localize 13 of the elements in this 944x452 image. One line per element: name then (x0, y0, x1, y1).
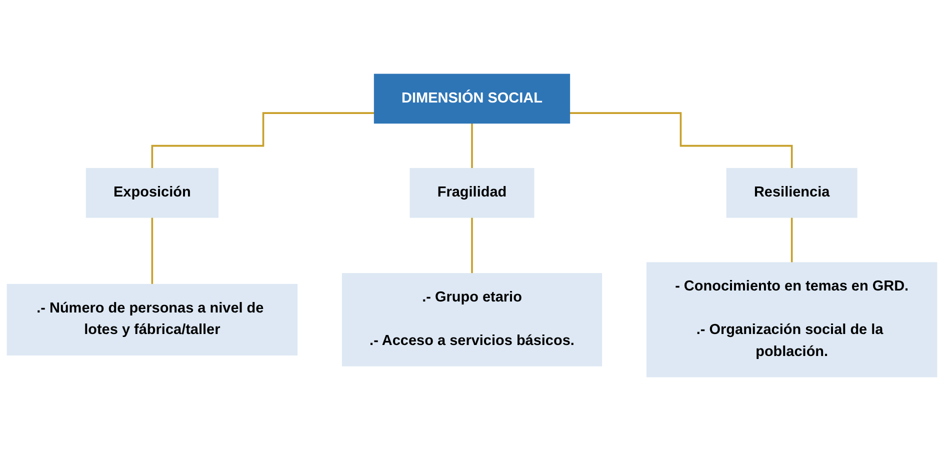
node-box: .- Grupo etario .- Acceso a servicios básicos. (342, 274, 602, 367)
node-box: .- Número de personas a nivel de lotes y fábrica/taller (6, 284, 298, 356)
connector (790, 216, 793, 264)
node-box: Resiliencia (726, 168, 858, 218)
connector (151, 216, 154, 286)
node-box: Exposición (86, 168, 218, 218)
node-box: DIMENSIÓN SOCIAL (374, 74, 570, 124)
node-box: - Conocimiento en temas en GRD. .- Organización social de la población. (646, 262, 938, 378)
connector (471, 216, 473, 275)
node-box: Fragilidad (410, 168, 534, 218)
connector (570, 112, 793, 170)
connector (471, 122, 473, 170)
connector (151, 112, 374, 170)
